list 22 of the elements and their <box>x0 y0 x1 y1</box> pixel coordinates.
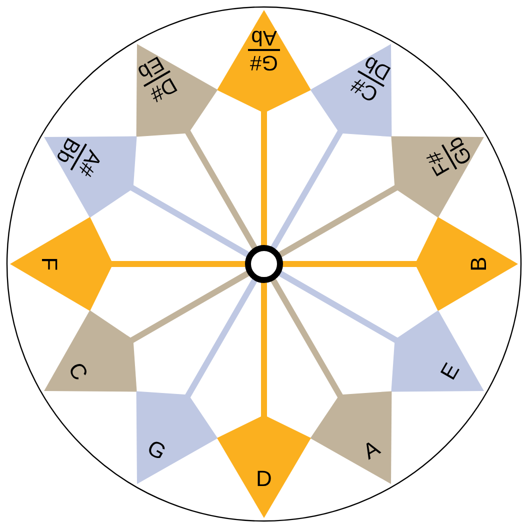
note-name: C <box>63 358 94 384</box>
connector-line <box>282 261 417 267</box>
connector-line <box>270 278 344 398</box>
hub-circle <box>245 245 283 283</box>
note-name: D <box>256 466 272 491</box>
note-name: A <box>358 435 384 464</box>
note-name: Ab <box>250 27 278 49</box>
connector-line <box>278 184 398 258</box>
connector-line <box>278 270 398 344</box>
connector-line <box>261 282 267 417</box>
note-name: G <box>143 434 170 465</box>
connector-line <box>184 278 258 398</box>
connector-line <box>130 270 250 344</box>
connector-line <box>261 111 267 246</box>
note-name: B <box>466 256 491 272</box>
note-name: F <box>37 257 62 271</box>
connector-line <box>184 130 258 250</box>
connector-line <box>270 130 344 250</box>
connector-line <box>130 184 250 258</box>
connector-line <box>111 261 246 267</box>
note-name: G# <box>248 49 280 73</box>
note-name: E <box>435 358 464 384</box>
